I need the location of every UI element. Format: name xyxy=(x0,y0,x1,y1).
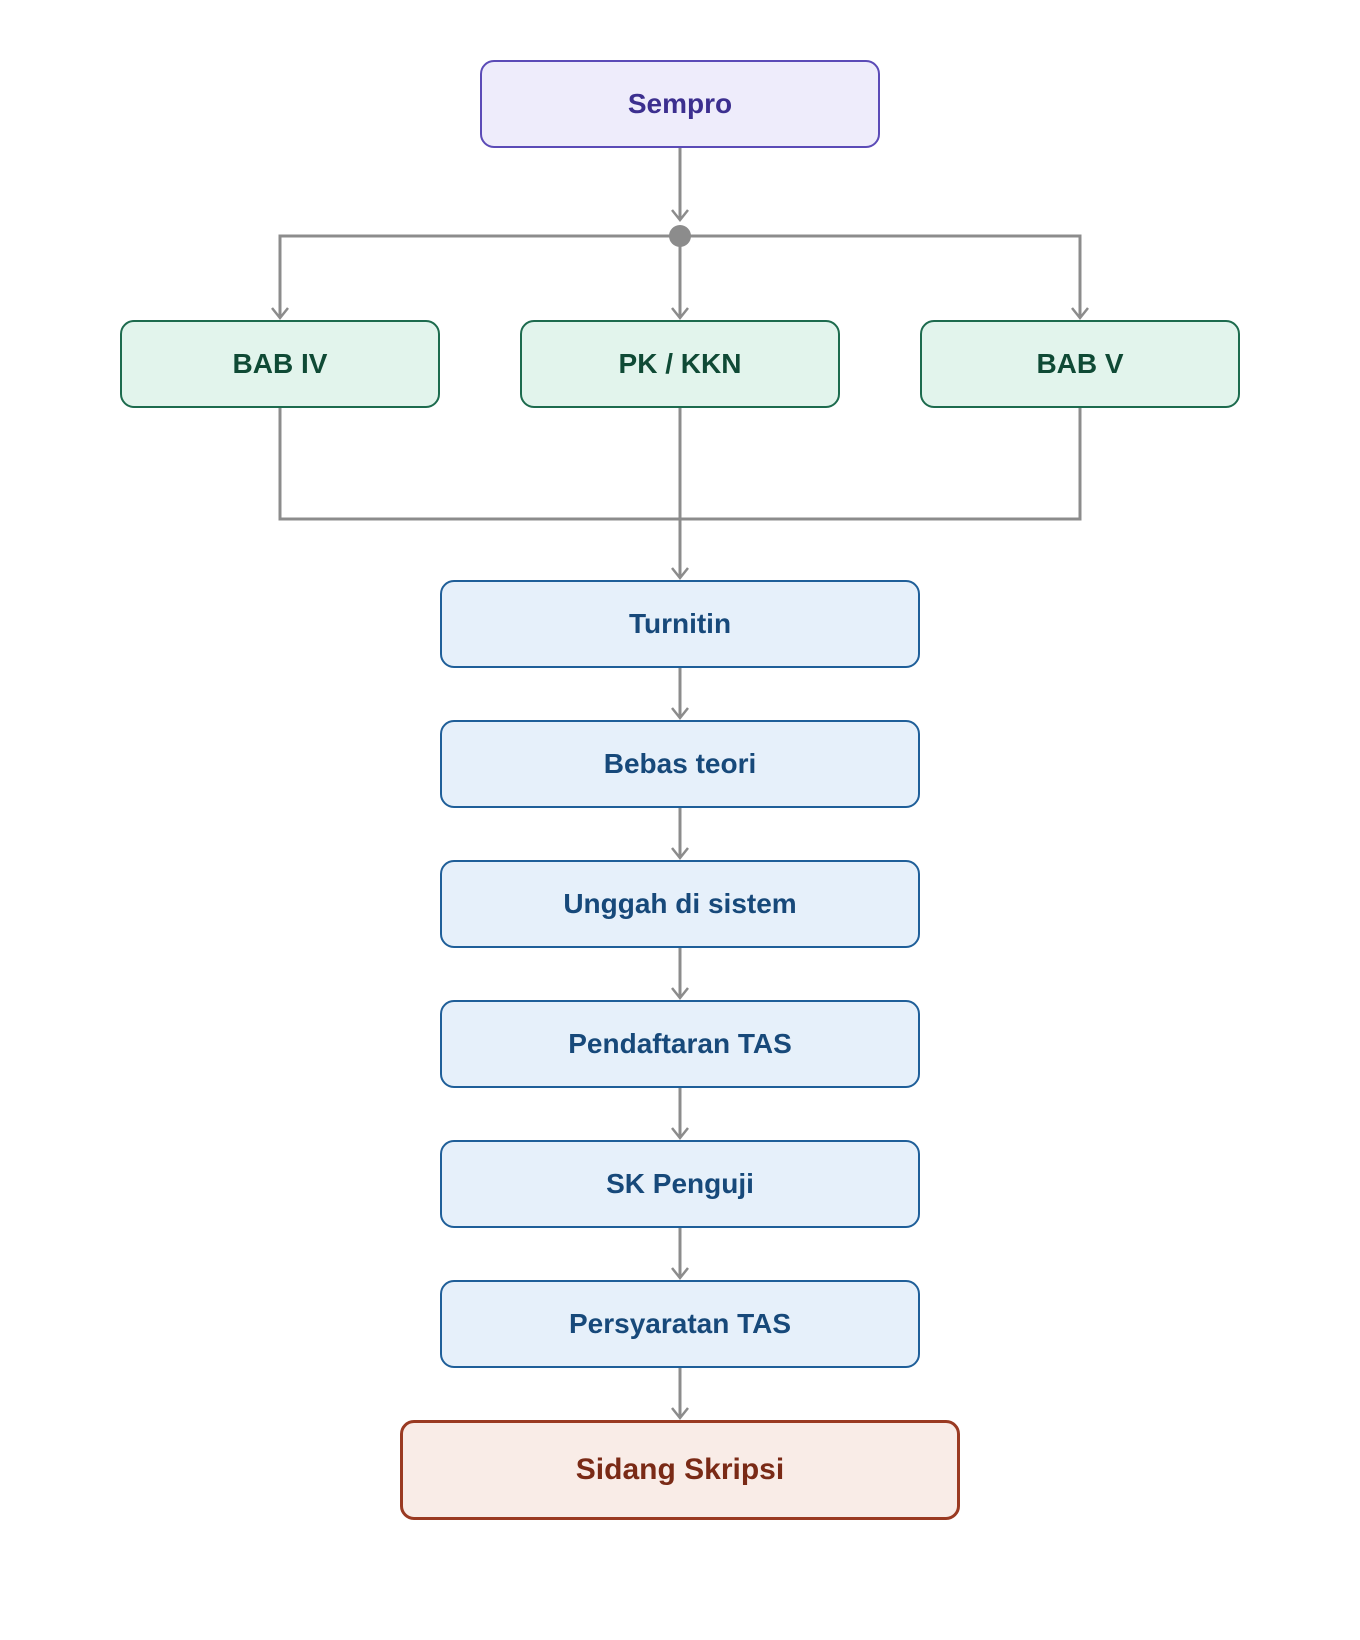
arrow-head xyxy=(671,987,689,1001)
arrow-head xyxy=(671,307,689,321)
node-turnitin: Turnitin xyxy=(440,580,920,668)
arrow-head xyxy=(671,1407,689,1421)
arrow-head xyxy=(1071,307,1089,321)
node-label: Bebas teori xyxy=(603,748,757,779)
node-label: Sidang Skripsi xyxy=(575,1453,785,1486)
node-bebas-teori: Bebas teori xyxy=(440,720,920,808)
node-persyaratan: Persyaratan TAS xyxy=(440,1280,920,1368)
node-label: BAB V xyxy=(1036,348,1124,379)
arrow-head xyxy=(671,209,689,223)
arrow-head xyxy=(671,847,689,861)
node-sempro: Sempro xyxy=(480,60,880,148)
node-label: PK / KKN xyxy=(618,348,742,379)
arrow-head xyxy=(671,567,689,581)
node-bab-iv: BAB IV xyxy=(120,320,440,408)
node-label: Sempro xyxy=(627,88,733,119)
node-label: Turnitin xyxy=(628,608,732,639)
arrow-head xyxy=(671,1267,689,1281)
node-label: SK Penguji xyxy=(606,1168,754,1199)
node-sk-penguji: SK Penguji xyxy=(440,1140,920,1228)
node-label: Persyaratan TAS xyxy=(568,1308,792,1339)
node-label: Unggah di sistem xyxy=(563,888,797,919)
arrow-head xyxy=(671,1127,689,1141)
node-pendaftaran: Pendaftaran TAS xyxy=(440,1000,920,1088)
node-unggah: Unggah di sistem xyxy=(440,860,920,948)
arrow-head xyxy=(271,307,289,321)
node-label: Pendaftaran TAS xyxy=(568,1028,792,1059)
node-label: BAB IV xyxy=(232,348,328,379)
node-pk-kkn: PK / KKN xyxy=(520,320,840,408)
node-bab-v: BAB V xyxy=(920,320,1240,408)
node-sidang-skripsi: Sidang Skripsi xyxy=(400,1420,960,1520)
arrow-head xyxy=(671,707,689,721)
